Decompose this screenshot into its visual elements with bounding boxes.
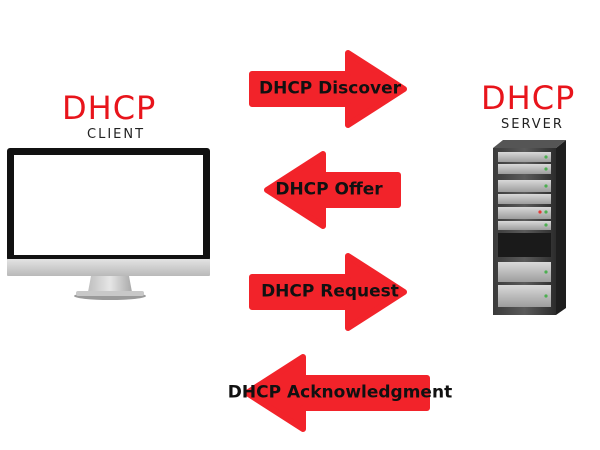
message-label-acknowledgment: DHCP Acknowledgment [227, 382, 453, 403]
client-subtitle: CLIENT [87, 127, 146, 142]
arrow-acknowledgment [244, 354, 430, 432]
arrow-request [249, 253, 407, 331]
arrow-discover [249, 50, 407, 128]
message-label-request: DHCP Request [261, 281, 399, 302]
arrow-offer [264, 151, 401, 229]
server-title: DHCP [481, 79, 576, 117]
message-label-offer: DHCP Offer [275, 179, 383, 200]
client-title: DHCP [62, 89, 157, 127]
message-label-discover: DHCP Discover [258, 78, 402, 99]
server-subtitle: SERVER [501, 117, 564, 132]
